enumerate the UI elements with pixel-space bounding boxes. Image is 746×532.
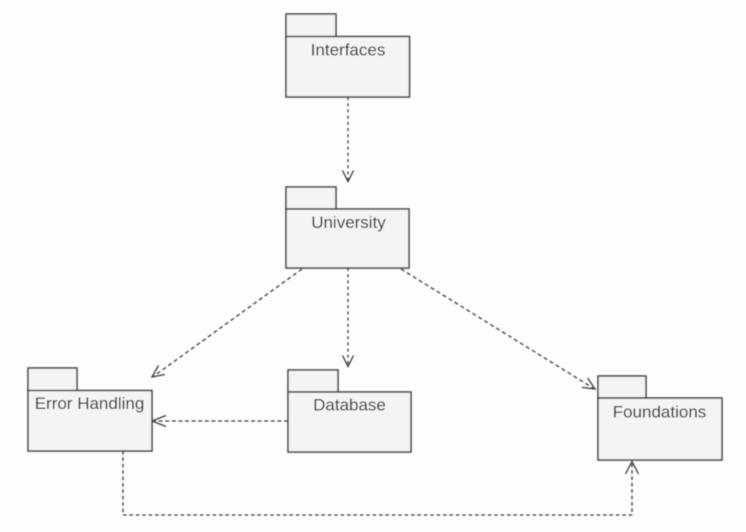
svg-text:University: University [311,213,386,232]
svg-text:Interfaces: Interfaces [311,41,386,60]
svg-text:Foundations: Foundations [613,403,707,422]
svg-text:Error Handling: Error Handling [35,394,145,413]
svg-text:Database: Database [313,396,386,415]
